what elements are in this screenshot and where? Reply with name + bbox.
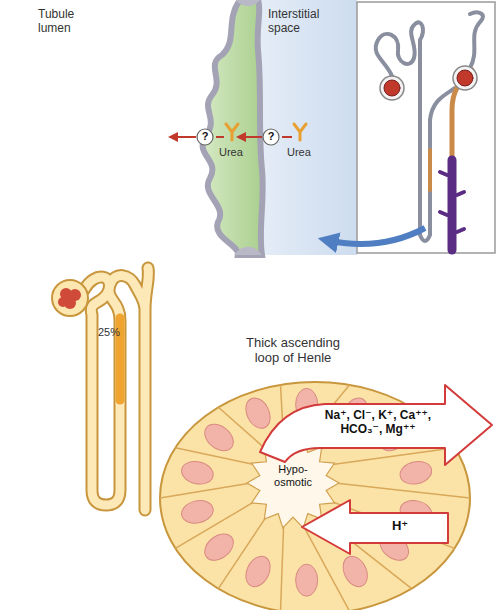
cell-nucleus	[179, 498, 215, 527]
solute-label: Urea	[287, 146, 327, 159]
ion-list: Na⁺, Cl⁻, K⁺, Ca⁺⁺, HCO₃⁻, Mg⁺⁺	[318, 409, 438, 437]
transporter-circle	[263, 129, 279, 145]
inset-nephron	[448, 160, 457, 250]
inset-nephron	[440, 172, 464, 232]
flux-arrow	[170, 136, 196, 138]
cell-nucleus	[338, 552, 372, 590]
cell-junction	[236, 0, 260, 6]
transporter-node: ?	[196, 128, 214, 146]
inset-nephron	[428, 150, 432, 190]
nephron	[52, 280, 88, 316]
urea-molecule	[226, 124, 238, 140]
cell-border	[175, 448, 255, 465]
cell-nucleus	[241, 552, 275, 590]
secretion-arrow	[302, 500, 448, 554]
inset-nephron	[376, 22, 430, 241]
inset-frame	[357, 2, 495, 253]
cell-nucleus	[398, 458, 434, 487]
inset-nephron	[470, 12, 483, 68]
flux-arrow	[238, 136, 262, 138]
nephron	[58, 297, 68, 307]
cell-junction	[234, 247, 262, 255]
lumen-label: Hypo- osmotic	[263, 463, 323, 488]
cell-nucleus	[179, 458, 215, 487]
transporter-mark: ?	[196, 130, 214, 143]
cell-border	[160, 483, 251, 498]
cell-border	[281, 524, 284, 610]
inset-nephron	[457, 70, 473, 86]
urea-molecule	[226, 124, 238, 140]
inset-nephron	[380, 76, 404, 100]
urea-molecule	[294, 124, 306, 140]
flux-line	[282, 136, 292, 138]
node-shape	[300, 497, 450, 557]
region-label: Tubule lumen	[38, 8, 108, 36]
nephron	[52, 268, 148, 510]
transporter-node: ?	[262, 128, 280, 146]
segment-title: Thick ascending loop of Henle	[238, 336, 348, 366]
cell-border	[335, 483, 470, 498]
zoom-arrow	[326, 228, 425, 244]
cell-nucleus	[296, 564, 318, 596]
proton-label: H⁺	[378, 519, 422, 534]
solute-label: Urea	[219, 146, 259, 159]
inset-nephron	[453, 66, 477, 90]
nephron	[84, 268, 148, 510]
percent-label: 25%	[98, 326, 138, 339]
region-label: Interstitial space	[268, 8, 348, 36]
transporter-circle	[197, 129, 213, 145]
proton-arrow-node: H⁺	[300, 497, 450, 557]
transporter-mark: ?	[262, 130, 280, 143]
tubule-cell	[203, 0, 263, 255]
cell-nucleus	[241, 394, 275, 432]
nephron	[84, 268, 148, 510]
cell-nucleus	[200, 419, 239, 456]
cell-nucleus	[200, 529, 239, 566]
lumen-area	[0, 0, 357, 255]
flux-line	[216, 136, 224, 138]
inset-nephron	[376, 12, 483, 250]
urea-molecule	[294, 124, 306, 140]
ion-arrow-node: Na⁺, Cl⁻, K⁺, Ca⁺⁺, HCO₃⁻, Mg⁺⁺	[250, 382, 495, 470]
reabsorption-arrow	[260, 385, 492, 465]
inset-nephron	[384, 80, 400, 96]
